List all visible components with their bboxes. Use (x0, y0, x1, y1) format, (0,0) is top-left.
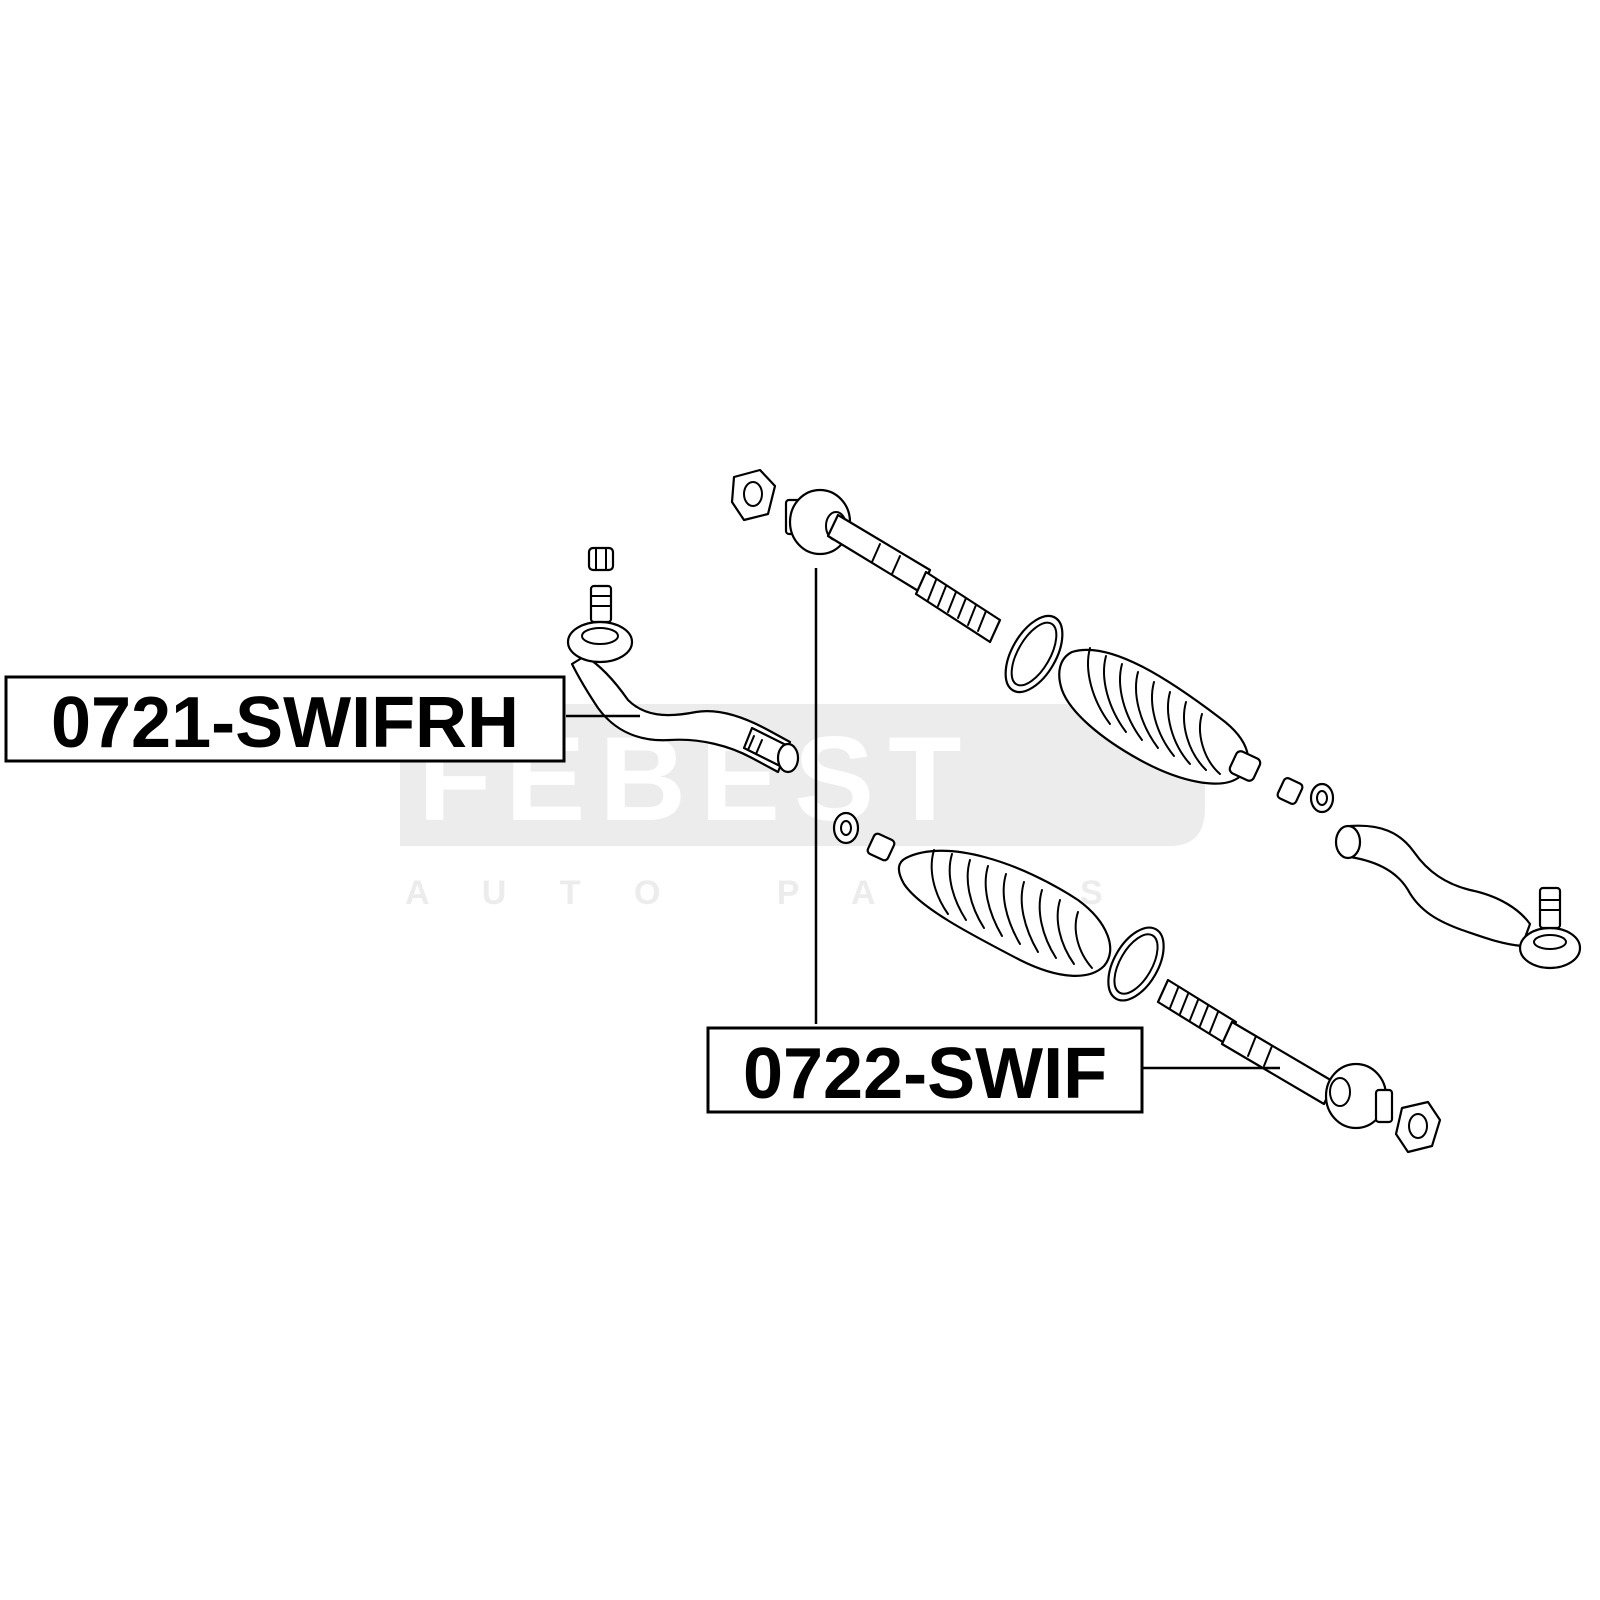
boot-clamp-upper (1004, 614, 1064, 694)
tie-rod-end-left (566, 546, 800, 774)
upper-rack-assembly (730, 468, 1582, 970)
boot-clamp-lower (1107, 926, 1165, 1002)
label-0721-swifrh: 0721-SWIFRH (4, 675, 566, 763)
threaded-shaft-lower (1156, 978, 1238, 1046)
rack-boot-lower (897, 849, 1112, 977)
part-number-tie-rod-end: 0721-SWIFRH (51, 683, 519, 763)
tie-rod-shaft-lower (1220, 1020, 1336, 1106)
inner-ball-socket-lower (1324, 1062, 1394, 1130)
tie-rod-end-arm (570, 654, 792, 774)
label-0722-swif: 0722-SWIF (706, 1026, 1144, 1114)
castle-nut (587, 546, 615, 572)
ball-stud (589, 584, 613, 624)
rack-boot-upper (1058, 647, 1262, 785)
febest-watermark: FEBEST A U T O P A R T S (400, 704, 1205, 912)
lock-washer-lower (1394, 1100, 1442, 1154)
threaded-shaft-upper (914, 570, 1002, 644)
leader-lines (566, 568, 1280, 1070)
threaded-end (742, 726, 800, 774)
jam-nut-lower (832, 811, 896, 862)
part-number-tie-rod: 0722-SWIF (743, 1034, 1107, 1114)
lock-washer-upper (730, 468, 777, 522)
tie-rod-shaft-upper (826, 513, 932, 594)
lower-rack-assembly (832, 811, 1442, 1154)
tie-rod-end-right (1334, 824, 1582, 970)
jam-nut-upper (1276, 777, 1335, 814)
